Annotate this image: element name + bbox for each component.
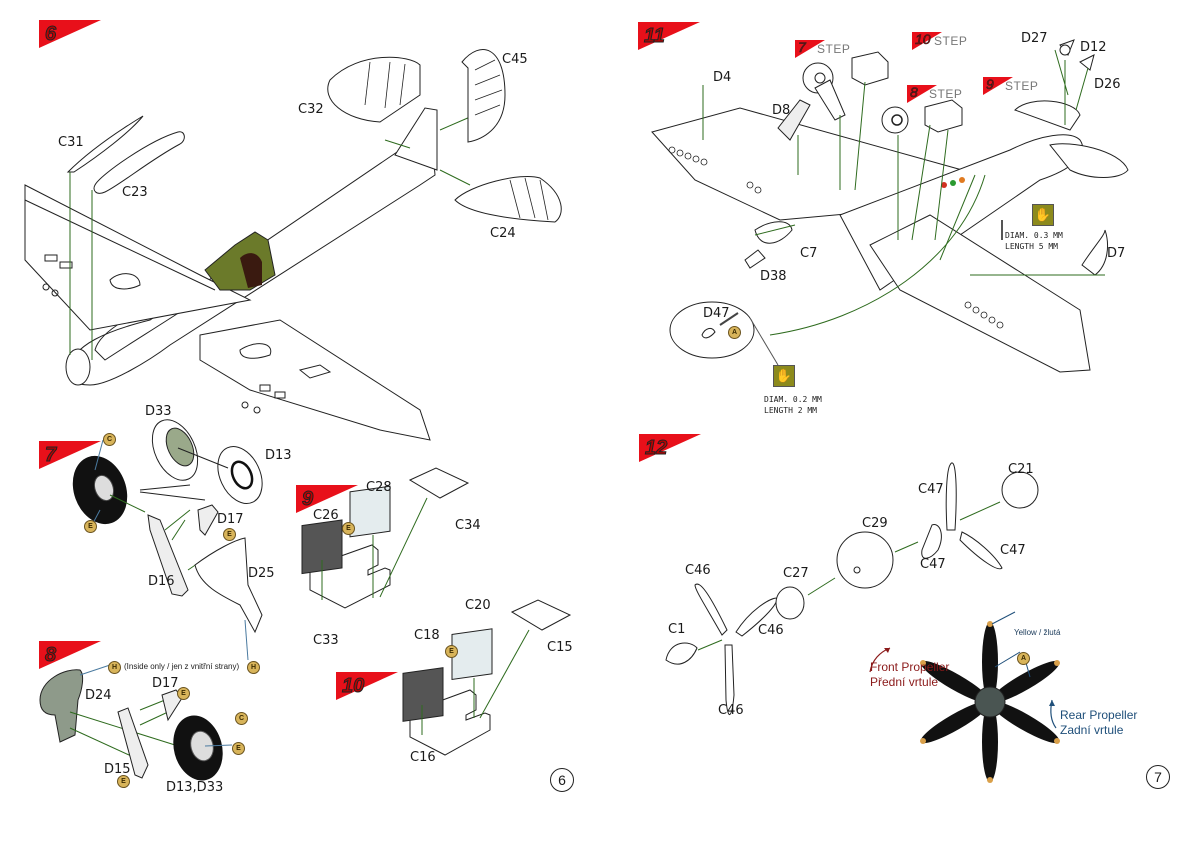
paint-code-badge: E [223, 528, 236, 541]
step-11-12-drawing [651, 39, 1129, 783]
step-ref-10: 10 STEP [912, 31, 967, 50]
part-label: D17 [217, 512, 244, 527]
step-number: 9 [301, 488, 314, 511]
rear-propeller-label: Rear Propeller Zadní vrtule [1060, 708, 1138, 737]
paint-code-badge: E [117, 775, 130, 788]
part-label: C24 [490, 226, 516, 241]
part-label: C33 [313, 633, 339, 648]
part-label: C7 [800, 246, 818, 261]
part-label: C46 [758, 623, 784, 638]
part-label: C1 [668, 622, 686, 637]
part-label: D33 [145, 404, 172, 419]
paint-code-badge: C [103, 433, 116, 446]
step-number: 11 [644, 25, 666, 48]
part-label: D16 [148, 574, 175, 589]
part-label: C46 [718, 703, 744, 718]
step-flag-8: 8 [39, 641, 101, 669]
wire-note-line: LENGTH 2 MM [764, 406, 817, 415]
part-label: C26 [313, 508, 339, 523]
step-number: 6 [44, 23, 57, 46]
part-label: D13,D33 [166, 780, 224, 795]
step-number: 8 [44, 644, 57, 667]
glove-caution-icon: ✋ [1032, 204, 1054, 226]
part-label: D24 [85, 688, 112, 703]
part-label: C34 [455, 518, 481, 533]
step-ref-8: 8 STEP [907, 84, 962, 103]
page-number: 6 [550, 768, 574, 792]
part-label: D8 [772, 103, 791, 118]
tip-color-note: Yellow / žlutá [1014, 628, 1061, 637]
part-label: C45 [502, 52, 528, 67]
wire-note-line: DIAM. 0.2 MM [764, 395, 822, 404]
paint-code-badge: E [177, 687, 190, 700]
cockpit-interior [204, 231, 276, 291]
front-propeller-label: Front Propeller Přední vrtule [870, 660, 950, 689]
instruction-page-6: 6 7 8 9 10 C31 C23 C32 C45 C24 D33 D13 D… [24, 20, 574, 795]
paint-code-badge: A [1017, 652, 1030, 665]
paint-code-badge: E [445, 645, 458, 658]
step-flag-12: 12 [639, 434, 701, 462]
step-ref-7: 7 STEP [795, 39, 850, 58]
propeller-diagram [920, 611, 1060, 783]
step-flag-6: 6 [39, 20, 101, 48]
step-ref-9: 9 STEP [983, 76, 1038, 95]
part-label: C18 [414, 628, 440, 643]
part-label: C23 [122, 185, 148, 200]
wire-note-line: DIAM. 0.3 MM [1005, 231, 1063, 240]
paint-code-badge: H [247, 661, 260, 674]
paint-code-badge: A [728, 326, 741, 339]
part-d8 [777, 99, 811, 141]
step-6-fuselage-drawing [24, 49, 572, 781]
step-number: 12 [644, 437, 668, 460]
part-label: C15 [547, 640, 573, 655]
paint-note: (Inside only / jen z vnitřní strany) [124, 662, 240, 671]
paint-code-badge: C [235, 712, 248, 725]
part-label: D4 [713, 70, 732, 85]
part-label: C47 [920, 557, 946, 572]
part-label: C32 [298, 102, 324, 117]
step-flag-7: 7 [39, 441, 101, 469]
step-flag-9: 9 [296, 485, 358, 513]
part-label: C47 [918, 482, 944, 497]
part-label: C28 [366, 480, 392, 495]
glove-caution-icon: ✋ [773, 365, 795, 387]
part-label: C21 [1008, 462, 1034, 477]
part-label: D17 [152, 676, 179, 691]
part-label: D27 [1021, 31, 1048, 46]
part-label: C29 [862, 516, 888, 531]
part-label: C31 [58, 135, 84, 150]
part-label: D25 [248, 566, 275, 581]
step-number: 7 [44, 444, 57, 467]
part-label: C46 [685, 563, 711, 578]
part-label: D13 [265, 448, 292, 463]
paint-code-badge: E [342, 522, 355, 535]
instruction-page-7: 11 7 STEP 10 STEP 8 STEP 9 STEP D4 D8 D2… [600, 0, 1200, 848]
part-label: D47 [703, 306, 730, 321]
part-label: C16 [410, 750, 436, 765]
step-flag-10: 10 [336, 672, 398, 700]
part-label: D15 [104, 762, 131, 777]
step-number: 10 [341, 675, 365, 698]
part-label: C20 [465, 598, 491, 613]
paint-code-badge: E [232, 742, 245, 755]
paint-code-badge: H [108, 661, 121, 674]
part-label: C47 [1000, 543, 1026, 558]
wire-note-line: LENGTH 5 MM [1005, 242, 1058, 251]
paint-code-badge: E [84, 520, 97, 533]
part-label: D12 [1080, 40, 1107, 55]
part-label: D26 [1094, 77, 1121, 92]
part-label: D7 [1107, 246, 1126, 261]
part-label: C27 [783, 566, 809, 581]
page-number: 7 [1146, 765, 1170, 789]
step-flag-11: 11 [638, 22, 700, 50]
part-label: D38 [760, 269, 787, 284]
